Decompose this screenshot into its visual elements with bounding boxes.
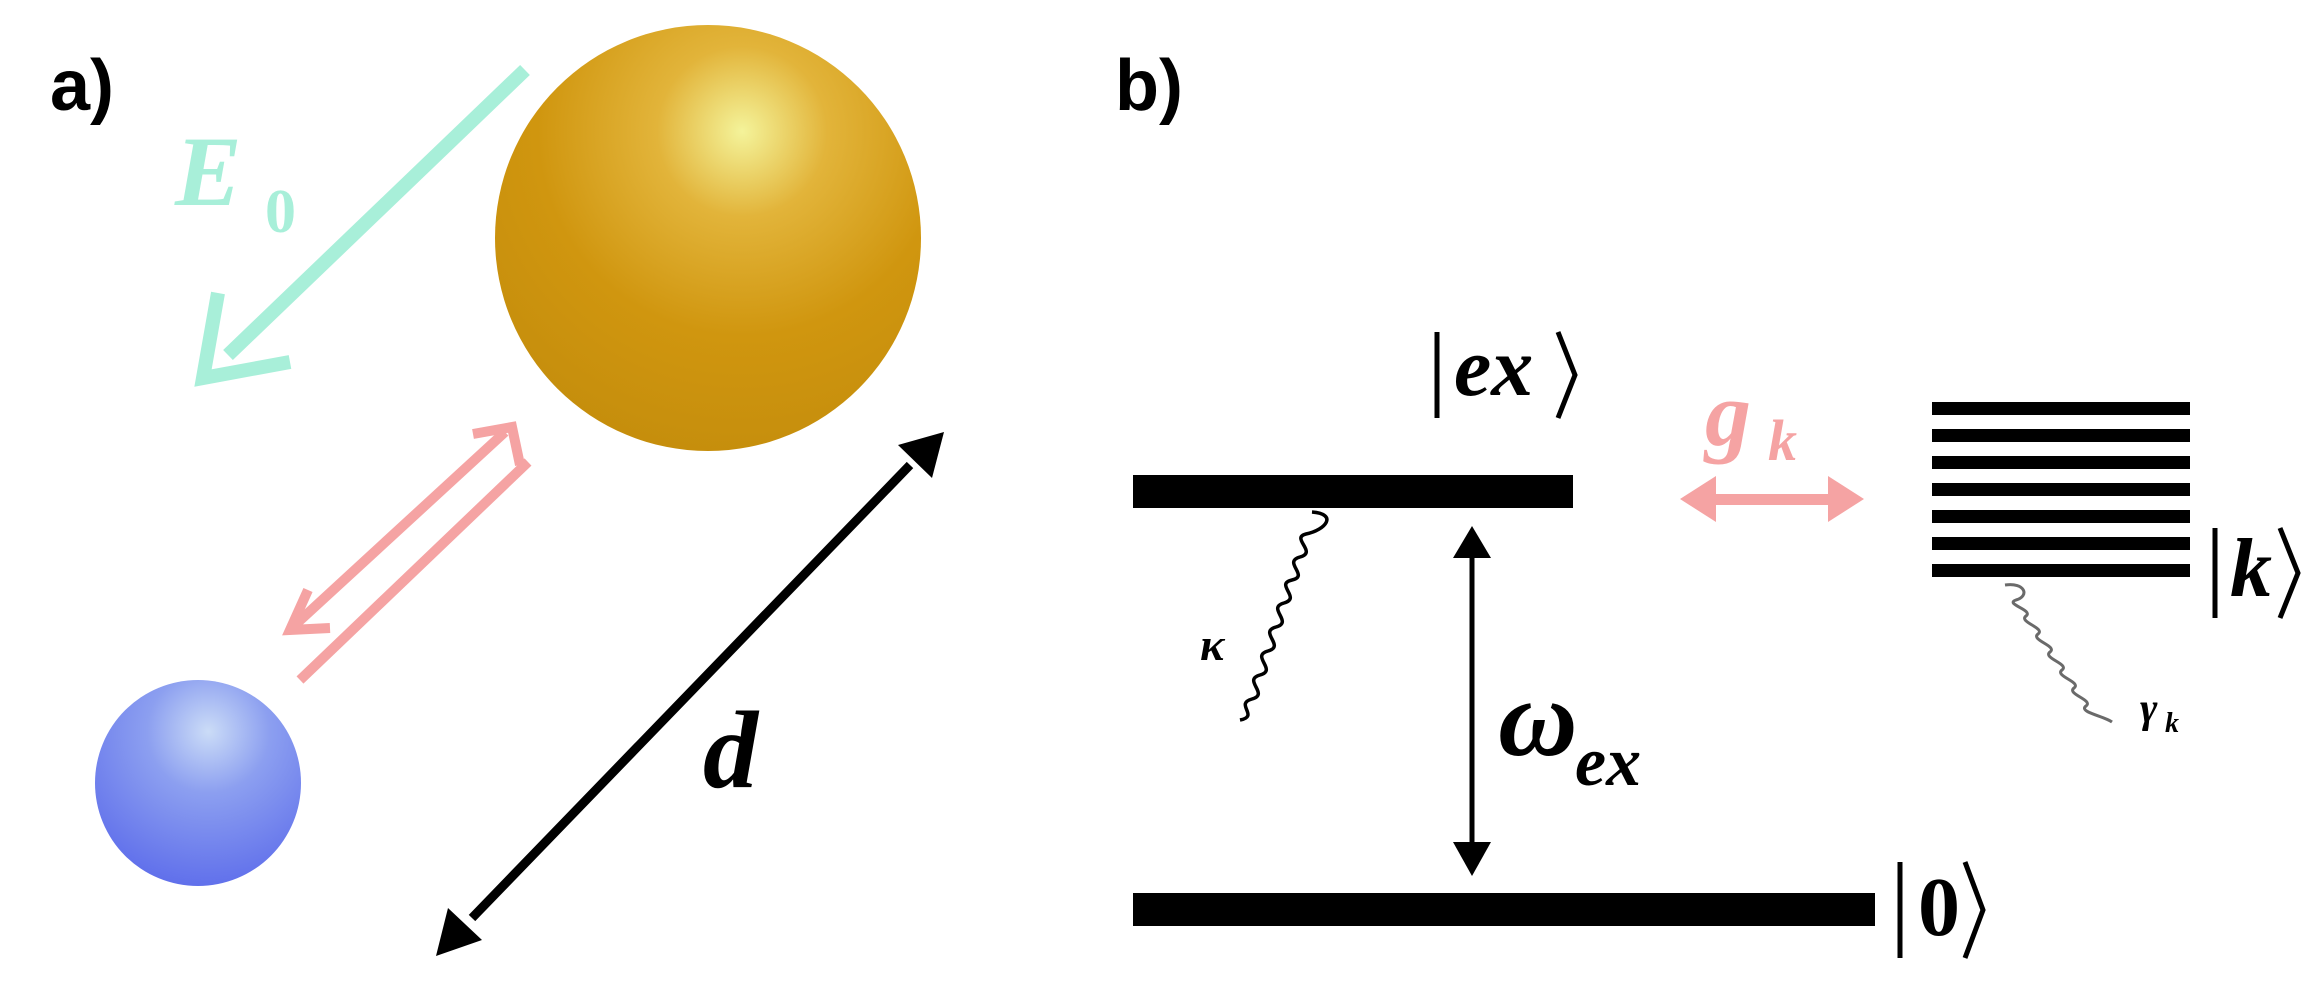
transition-arrow — [1453, 526, 1491, 876]
coupling-symbol: g — [1703, 363, 1751, 465]
panel-b: b) ex 0 ω ex κ — [1115, 46, 2301, 959]
field-arrow — [194, 64, 530, 387]
continuum-decay-wave — [2004, 583, 2113, 724]
excited-state-level — [1133, 475, 1573, 508]
excited-state-ket: ex — [1434, 321, 1578, 419]
small-sphere — [95, 680, 301, 886]
field-symbol: E — [174, 116, 242, 227]
coupling-arrow — [1680, 476, 1864, 522]
excited-decay-label: κ — [1200, 619, 1226, 670]
ground-state-level — [1133, 893, 1875, 926]
distance-arrow — [436, 432, 944, 956]
large-sphere — [495, 25, 921, 451]
distance-symbol: d — [703, 689, 760, 811]
coupling-subscript: k — [1768, 408, 1797, 473]
continuum-state-label: k — [2230, 522, 2272, 615]
ground-state-ket: 0 — [1897, 861, 1986, 959]
ground-state-label: 0 — [1918, 861, 1960, 954]
panel-a: a) E 0 d — [50, 25, 944, 956]
transition-frequency-symbol: ω — [1498, 657, 1578, 779]
field-subscript: 0 — [265, 178, 296, 246]
panel-b-label: b) — [1115, 46, 1183, 126]
panel-a-label: a) — [50, 46, 114, 126]
continuum-state-ket: k — [2212, 522, 2301, 619]
transition-frequency-subscript: ex — [1575, 724, 1641, 801]
continuum-decay-symbol: γ — [2140, 686, 2158, 732]
continuum-levels — [1932, 402, 2190, 577]
continuum-decay-subscript: k — [2165, 708, 2179, 739]
coupling-double-arrow — [282, 421, 532, 684]
excited-decay-wave — [1239, 510, 1329, 722]
excited-state-label: ex — [1454, 321, 1533, 414]
